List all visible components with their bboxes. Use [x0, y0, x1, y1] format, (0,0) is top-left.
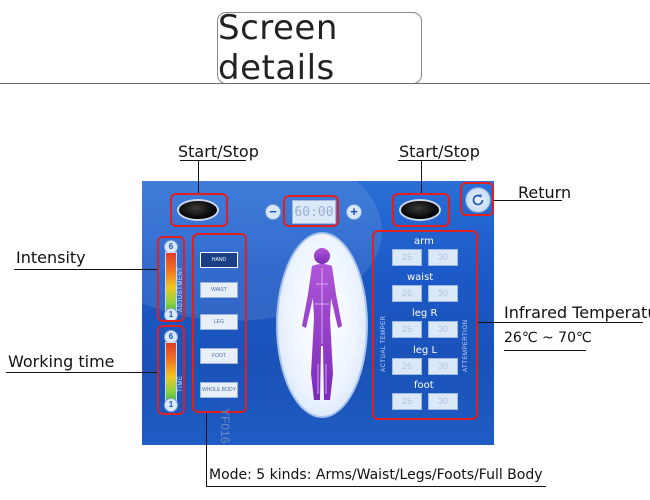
timer-display: 60:00 [292, 200, 336, 224]
body-figure-panel [276, 232, 368, 418]
callout-start-stop-left: Start/Stop [178, 142, 259, 161]
callout-leader-working-time [6, 372, 157, 373]
temperature-highlight [372, 230, 478, 420]
zone-arm-actual: 26 [392, 249, 422, 266]
callout-leader-left [198, 160, 199, 193]
callout-intensity: Intensity [16, 248, 86, 267]
timer-highlight [283, 195, 339, 227]
callout-underline-temperature-range [504, 350, 586, 351]
start-stop-left-highlight [170, 193, 228, 227]
page-title-text: Screen details [218, 8, 338, 88]
callout-leader-return [494, 200, 562, 201]
return-button[interactable] [465, 187, 491, 213]
timer-minus-button[interactable]: − [265, 204, 281, 220]
mode-highlight [192, 233, 247, 413]
zone-foot-target[interactable]: 30 [428, 393, 458, 410]
zone-label-waist: waist [407, 272, 434, 283]
zone-arm-target[interactable]: 30 [428, 249, 458, 266]
start-stop-left-button[interactable] [177, 199, 219, 221]
mode-button-hand[interactable]: HAND [200, 252, 238, 268]
callout-leader-infrared [478, 322, 643, 323]
start-stop-right-button[interactable] [399, 199, 441, 221]
zone-waist-actual: 26 [392, 285, 422, 302]
page-title: Screen details [217, 8, 422, 88]
mode-button-waist[interactable]: WAIST [200, 282, 238, 298]
zone-label-leg-r: leg R [412, 308, 438, 319]
brand-label: YF016 [218, 408, 232, 444]
refresh-icon [472, 193, 484, 206]
intensity-highlight [157, 236, 185, 322]
zone-foot-actual: 26 [392, 393, 422, 410]
callout-working-time: Working time [8, 352, 115, 371]
callout-return: Return [518, 183, 572, 202]
callout-underline-right [398, 160, 466, 161]
zone-leg-l-target[interactable]: 30 [428, 358, 458, 375]
return-highlight [460, 182, 494, 216]
callout-underline-mode [206, 486, 546, 487]
callout-leader-mode [206, 413, 207, 487]
zone-label-leg-l: leg L [413, 345, 438, 356]
actual-temper-label: ACTUAL TEMPER [381, 315, 387, 372]
zone-leg-l-actual: 26 [392, 358, 422, 375]
callout-leader-intensity [14, 269, 157, 270]
zone-waist-target[interactable]: 30 [428, 285, 458, 302]
callout-start-stop-right: Start/Stop [399, 142, 480, 161]
timer-plus-button[interactable]: + [346, 204, 362, 220]
zone-label-arm: arm [414, 236, 434, 247]
zone-leg-r-target[interactable]: 30 [428, 321, 458, 338]
time-bottom-cap: 1 [164, 398, 178, 412]
attempertion-label: ATTEMPERTION [463, 319, 469, 372]
callout-temperature-range: 26℃ ~ 70℃ [504, 330, 592, 346]
start-stop-right-highlight [392, 193, 450, 227]
zone-label-foot: foot [414, 380, 434, 391]
callout-underline-left [180, 160, 246, 161]
header-divider [0, 83, 650, 84]
working-time-highlight [157, 325, 185, 415]
zone-leg-r-actual: 26 [392, 321, 422, 338]
mode-button-foot[interactable]: FOOT [200, 348, 238, 364]
callout-mode: Mode: 5 kinds: Arms/Waist/Legs/Foots/Ful… [209, 467, 543, 483]
callout-infrared-temperature: Infrared Temperature [504, 303, 650, 322]
callout-leader-right [421, 160, 422, 193]
mode-button-leg[interactable]: LEG [200, 314, 238, 330]
mode-button-whole-body[interactable]: WHOLE BODY [200, 382, 238, 398]
body-figure-icon [302, 248, 342, 400]
